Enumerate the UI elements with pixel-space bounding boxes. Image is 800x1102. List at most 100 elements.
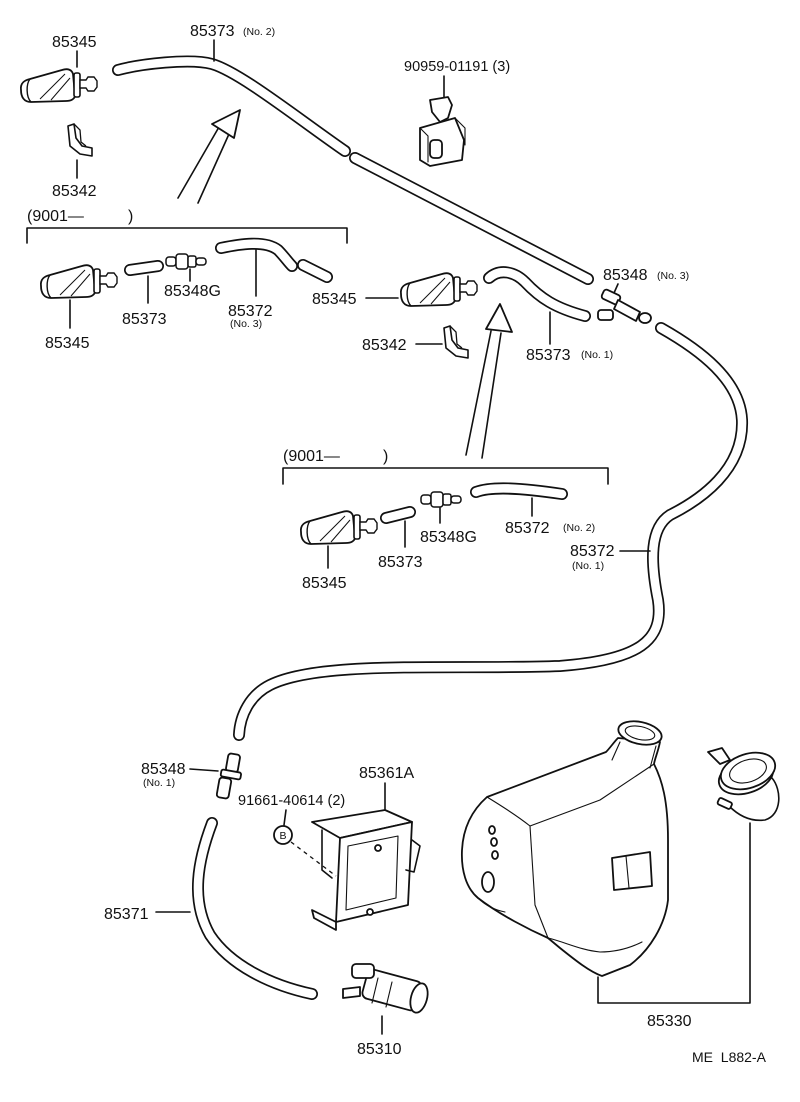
group-right-bracket	[282, 467, 609, 485]
note-hose-top: (No. 2)	[243, 26, 275, 38]
group-left-check-valve	[165, 253, 207, 270]
group-right-hose-short-seg-bore	[381, 507, 415, 523]
bolt-ref-letter: B	[279, 830, 286, 842]
bracket-inner-plate	[345, 835, 399, 911]
tank-cap-tether	[728, 777, 780, 822]
group-right-check-valve	[420, 491, 462, 508]
clip-screw-part	[419, 96, 466, 167]
note-hose-long: (No. 1)	[572, 560, 604, 572]
arrow-right	[465, 303, 513, 459]
group-left-hose-seg-a-bore	[216, 239, 297, 271]
arrow-left	[177, 109, 241, 204]
label-hose-top: 85373	[190, 23, 235, 40]
joint-top-body	[613, 299, 641, 322]
joint-top-fitting-lower	[597, 309, 614, 321]
label-nozzle-mid: 85345	[312, 291, 357, 308]
label-group-right-hose: 85372	[505, 520, 550, 537]
arrow-shaft	[177, 126, 230, 204]
arrow-shaft	[465, 330, 502, 459]
clip-screw-slot	[429, 139, 443, 159]
label-group-left-hose-short: 85373	[122, 311, 167, 328]
tank-hole	[491, 850, 499, 860]
label-nozzle-top: 85345	[52, 34, 97, 51]
nozzle-top	[19, 68, 98, 103]
tank-cap-tether-end	[716, 797, 733, 810]
tank-neck-edge	[611, 741, 657, 769]
note-group-right-hose: (No. 2)	[563, 522, 595, 534]
hose-bottom-seg-bore	[193, 818, 317, 999]
note-group-left-hose: (No. 3)	[230, 318, 262, 330]
pump-part	[342, 963, 429, 1014]
bracket-part	[311, 809, 421, 931]
label-clip-mid: 85342	[362, 337, 407, 354]
tank-bottom-wave	[547, 937, 643, 953]
group-right-hose	[470, 482, 568, 500]
tank-cap-top	[719, 751, 777, 791]
note-joint-top: (No. 3)	[657, 270, 689, 282]
label-group-right-hose-short: 85373	[378, 554, 423, 571]
tank-pump-boss	[481, 871, 495, 893]
bracket-left-flange	[321, 829, 333, 879]
leader-line	[189, 768, 219, 772]
joint-bottom-fitting-lower	[215, 776, 233, 800]
label-bracket: 85361A	[359, 765, 414, 782]
group-left-hose-short-seg-bore	[125, 261, 163, 275]
joint-bottom-ring	[219, 768, 242, 781]
tank-cap-inner	[729, 758, 767, 784]
label-joint-bottom: 85348	[141, 761, 186, 778]
joint-bottom-part	[215, 752, 242, 800]
hose-top-seg-a-bore	[113, 57, 350, 156]
hose-bottom-seg	[192, 817, 318, 1000]
leader-line	[613, 283, 619, 294]
hose-mid-seg-bore	[484, 267, 590, 321]
label-joint-top: 85348	[603, 267, 648, 284]
note-joint-bottom: (No. 1)	[143, 777, 175, 789]
joint-top-part	[597, 288, 652, 324]
label-hose-mid: 85373	[526, 347, 571, 364]
label-clip-top: 85342	[52, 183, 97, 200]
arrow-head	[211, 109, 241, 139]
tank-bottom-bump	[477, 897, 506, 913]
clip-top	[67, 123, 93, 157]
drawing-code: ME L882-A	[692, 1049, 767, 1065]
hose-mid	[483, 266, 591, 322]
tank-cap-hook	[707, 747, 731, 765]
hose-top	[112, 55, 594, 285]
tank-filler-opening	[624, 725, 656, 741]
group-left-hose-seg-b-bore	[298, 260, 332, 282]
group-right-close: )	[383, 448, 388, 465]
note-hose-mid: (No. 1)	[581, 349, 613, 361]
joint-top-nipple	[638, 312, 652, 324]
group-left-nozzle	[39, 264, 118, 299]
bolt-ref-circle	[273, 825, 293, 845]
tank-body	[461, 737, 669, 977]
group-right-hose-seg-bore	[471, 484, 567, 499]
label-group-left-hose: 85372	[228, 303, 273, 320]
tank-recess-line	[625, 855, 630, 889]
pump-end-cap	[409, 982, 429, 1014]
label-hose-bottom: 85371	[104, 906, 149, 923]
group-left-hose	[215, 237, 333, 283]
hose-long-seg-bore	[234, 323, 747, 740]
bolt-ref-dashed-line	[290, 841, 337, 877]
arrow-head	[485, 303, 513, 333]
label-group-left-check-valve: 85348G	[164, 283, 221, 300]
label-tank: 85330	[647, 1013, 692, 1030]
hose-bottom	[192, 817, 318, 1000]
label-hose-long: 85372	[570, 543, 615, 560]
label-bolt: 91661-40614 (2)	[238, 793, 345, 809]
pump-terminal	[351, 963, 375, 979]
group-left-close: )	[128, 208, 133, 225]
nozzle-mid	[399, 272, 478, 307]
label-group-left-nozzle: 85345	[45, 335, 90, 352]
bracket-hole	[366, 908, 374, 916]
bracket-bottom-flange	[311, 909, 337, 931]
bracket-hole	[374, 844, 382, 852]
hose-long	[233, 322, 749, 741]
label-clip-screw: 90959-01191 (3)	[404, 59, 510, 75]
group-right-hose-short	[380, 506, 416, 524]
group-left-bracket	[26, 227, 348, 244]
tank-leader-bracket	[597, 822, 751, 1004]
label-group-right-check-valve: 85348G	[420, 529, 477, 546]
